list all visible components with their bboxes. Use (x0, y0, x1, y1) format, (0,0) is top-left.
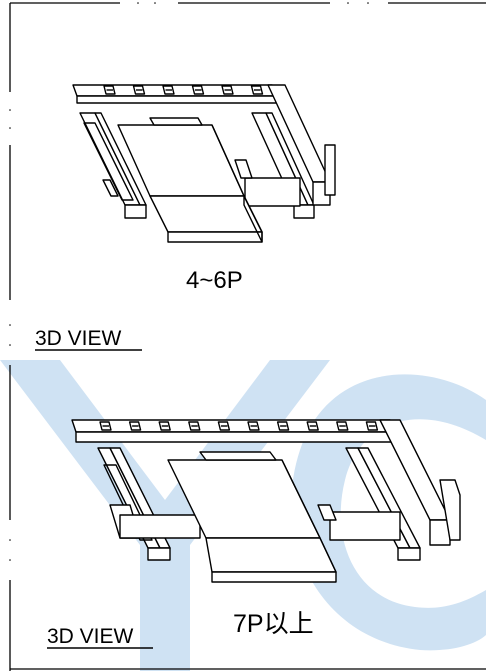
connector-3d-4-6p (72, 84, 336, 243)
pin-count-caption-7p-plus: 7P以上 (233, 610, 314, 638)
pin-slots-4-6p (103, 85, 264, 95)
pin-count-caption-4-6p: 4~6P (186, 267, 243, 294)
view-label-bottom: 3D VIEW (47, 625, 134, 648)
view-label-top: 3D VIEW (35, 327, 122, 350)
frame-tick-marks (9, 2, 369, 561)
drawing-frame (9, 2, 486, 671)
connector-3d-7p-plus (71, 419, 461, 583)
pin-slots-7p-plus (99, 421, 379, 431)
